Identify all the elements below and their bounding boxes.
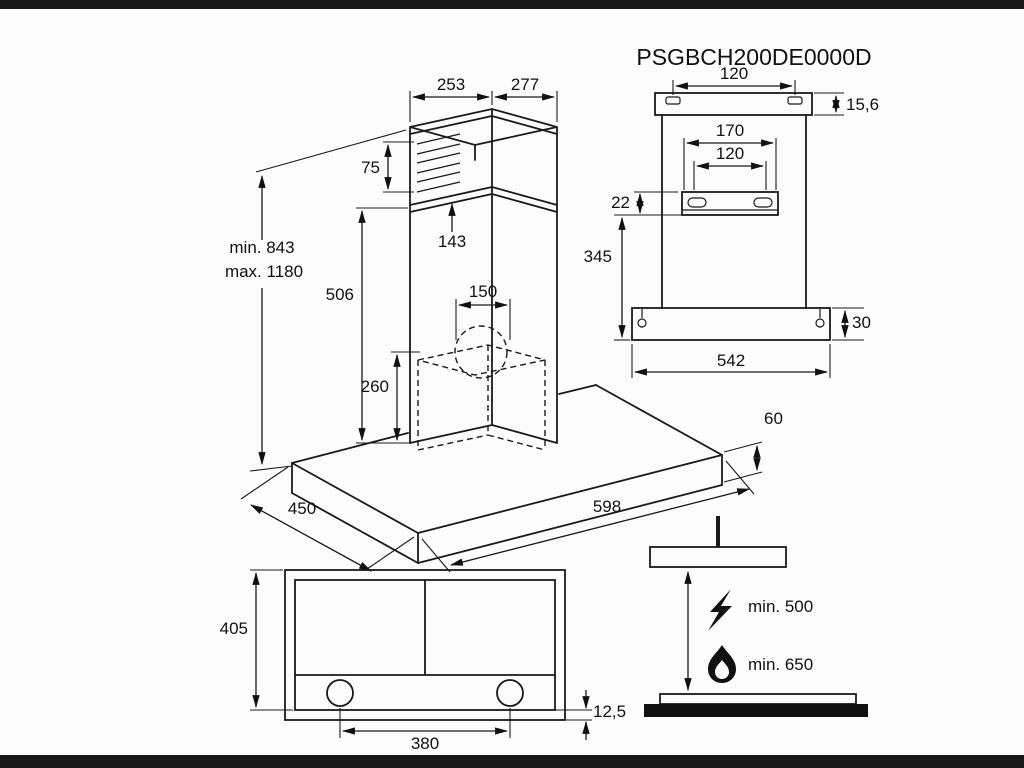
top-letterbox-bar (0, 0, 1024, 9)
dim-body-width-label: 542 (717, 351, 745, 370)
bracket-slot-left (687, 197, 707, 208)
dim-depth-label: 450 (288, 499, 316, 518)
dim-top-width-label: 253 (437, 75, 465, 94)
dim-grille-height-label: 75 (361, 158, 380, 177)
rear-mounting-view: 120 15,6 170 120 22 345 30 542 (584, 64, 879, 378)
dim-slab-height-label: 60 (764, 409, 783, 428)
bracket-slot-right (753, 197, 773, 208)
hood-base-slab (291, 384, 723, 564)
mounting-bracket (681, 191, 779, 216)
rail-slot-right (787, 96, 803, 105)
dim-knob-span-label: 380 (411, 734, 439, 753)
dim-body-height-label: 30 (852, 313, 871, 332)
hood-symbol (649, 546, 787, 568)
dim-height-max-label: max. 1180 (225, 262, 303, 281)
dim-plan-depth-label: 405 (220, 619, 248, 638)
clearance-gas-label: min. 650 (748, 655, 813, 674)
lightning-icon (708, 589, 732, 631)
plan-view: 405 380 12,5 (220, 569, 626, 753)
clearance-electric-label: min. 500 (748, 597, 813, 616)
dim-upper-height-label: 506 (326, 285, 354, 304)
dim-rail-height-label: 15,6 (846, 95, 879, 114)
plan-outline (284, 569, 566, 721)
hood-body-rear (631, 307, 831, 341)
dim-bracket-height-label: 22 (611, 193, 630, 212)
hanging-hook-right (815, 318, 825, 328)
dim-holes-outer-label: 170 (716, 121, 744, 140)
clearance-view: min. 500 min. 650 (644, 516, 868, 717)
dim-height-min-label: min. 843 (229, 238, 294, 257)
blower-box-hidden (417, 325, 546, 451)
dim-drop-label: 345 (584, 247, 612, 266)
flame-icon (708, 645, 736, 683)
bottom-letterbox-bar (0, 755, 1024, 768)
wall-rail (654, 92, 813, 116)
dim-strip-label: 12,5 (593, 702, 626, 721)
knob-left (326, 679, 354, 707)
isometric-view: 253 277 75 143 506 260 150 min. 843 max.… (225, 75, 783, 573)
rail-slot-left (665, 96, 681, 105)
dim-lower-height-label: 260 (361, 377, 389, 396)
dim-rail-span-label: 120 (720, 64, 748, 83)
dim-outlet-diameter-label: 150 (469, 282, 497, 301)
model-number: PSGBCH200DE0000D (636, 44, 871, 70)
knob-right (496, 679, 524, 707)
hanging-hook-left (637, 318, 647, 328)
cooktop-surface (659, 693, 857, 705)
dim-holes-inner-label: 120 (716, 144, 744, 163)
cooktop-base (644, 704, 868, 717)
dim-junction-label: 143 (438, 232, 466, 251)
vent-grille (416, 133, 461, 193)
dim-width-label: 598 (593, 497, 621, 516)
dim-top-depth-label: 277 (511, 75, 539, 94)
